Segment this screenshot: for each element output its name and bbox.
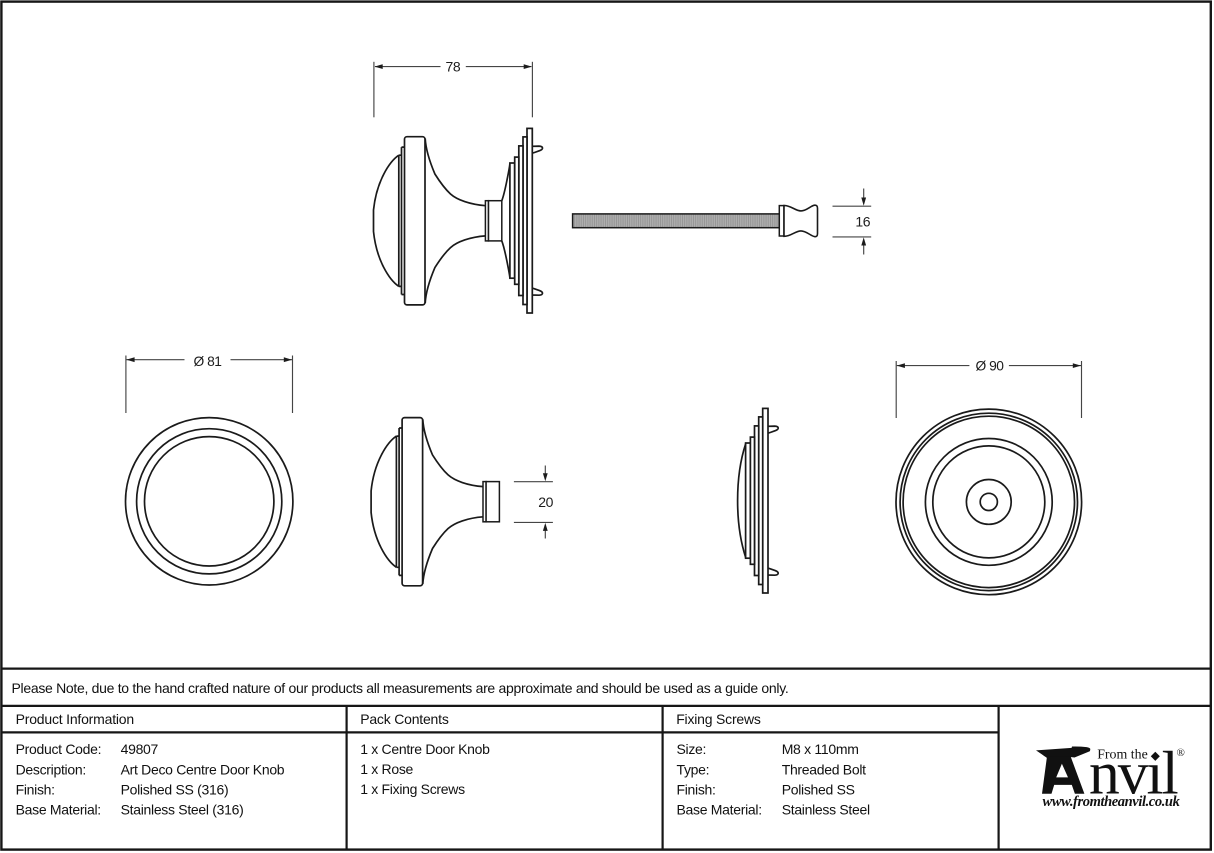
svg-text:www.fromtheanvil.co.uk: www.fromtheanvil.co.uk [1043, 794, 1181, 810]
svg-text:Product Information: Product Information [16, 711, 134, 727]
svg-text:Size:: Size: [677, 741, 707, 757]
svg-text:Ø 90: Ø 90 [976, 359, 1005, 374]
svg-text:49807: 49807 [121, 741, 159, 757]
svg-text:Polished SS: Polished SS [782, 782, 855, 798]
svg-text:Base Material:: Base Material: [16, 802, 101, 818]
svg-text:From the: From the [1097, 748, 1148, 763]
svg-text:Description:: Description: [16, 761, 86, 777]
svg-text:1 x Centre Door Knob: 1 x Centre Door Knob [360, 741, 490, 757]
svg-text:Base Material:: Base Material: [677, 802, 762, 818]
svg-text:1 x Fixing Screws: 1 x Fixing Screws [360, 781, 465, 797]
svg-text:Ø 81: Ø 81 [194, 354, 222, 369]
svg-text:20: 20 [538, 494, 553, 510]
svg-text:nvıl: nvıl [1089, 740, 1178, 808]
svg-text:16: 16 [855, 213, 870, 229]
svg-text:Polished SS (316): Polished SS (316) [121, 782, 229, 798]
svg-text:Pack Contents: Pack Contents [360, 711, 449, 727]
svg-text:78: 78 [446, 59, 461, 75]
svg-text:Please Note, due to the hand c: Please Note, due to the hand crafted nat… [12, 680, 789, 696]
svg-text:1 x Rose: 1 x Rose [360, 761, 413, 777]
svg-text:Stainless Steel: Stainless Steel [782, 802, 870, 818]
svg-text:Type:: Type: [677, 761, 710, 777]
svg-text:Product Code:: Product Code: [16, 741, 102, 757]
svg-text:M8 x 110mm: M8 x 110mm [782, 741, 859, 757]
svg-text:Stainless Steel (316): Stainless Steel (316) [121, 802, 244, 818]
svg-text:®: ® [1177, 747, 1185, 759]
svg-text:Finish:: Finish: [16, 782, 55, 798]
svg-text:Finish:: Finish: [677, 782, 716, 798]
svg-text:Art Deco Centre Door Knob: Art Deco Centre Door Knob [121, 761, 285, 777]
svg-text:Fixing Screws: Fixing Screws [676, 711, 761, 727]
svg-text:Threaded Bolt: Threaded Bolt [782, 761, 866, 777]
